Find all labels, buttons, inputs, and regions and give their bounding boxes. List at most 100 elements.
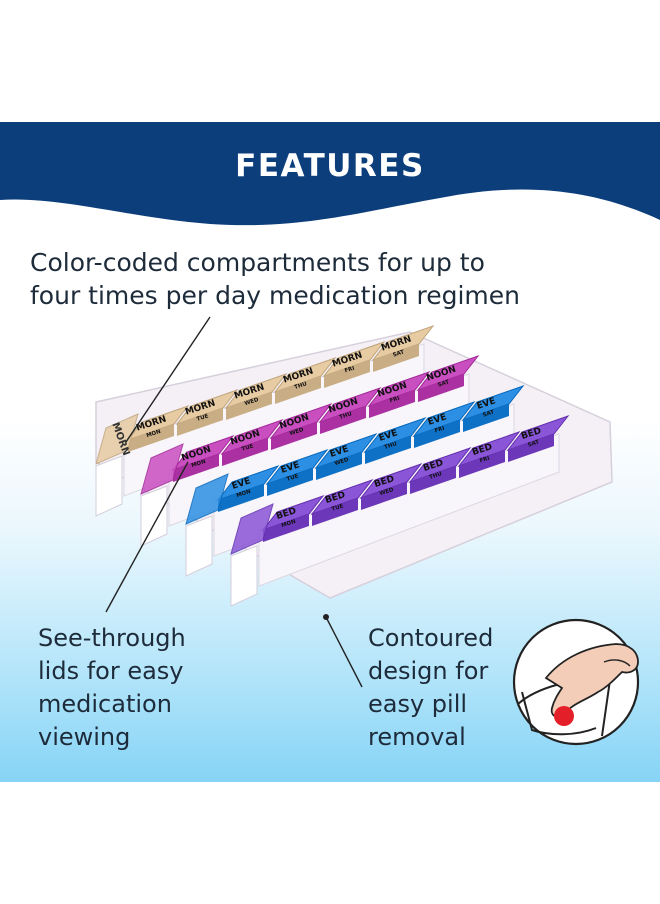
lid-front — [361, 482, 407, 510]
lid-day: SAT — [527, 439, 540, 448]
cup-rim — [521, 691, 597, 736]
lid-front — [418, 374, 464, 402]
lid-front — [508, 434, 554, 462]
banner-background — [0, 122, 660, 226]
lid-front — [316, 452, 362, 480]
lid-day: WED — [334, 457, 350, 467]
lid-front — [267, 468, 313, 496]
leader-line-left — [105, 461, 189, 613]
callout-line: See-through — [38, 624, 186, 652]
pill-icon — [554, 706, 574, 726]
lid-top — [261, 494, 325, 532]
lid-day: SAT — [437, 379, 450, 388]
lid-day: WED — [379, 487, 395, 497]
callout-line: medication — [38, 690, 172, 718]
open-compartment — [185, 515, 213, 577]
lid-day: FRI — [344, 366, 355, 375]
open-compartment — [230, 545, 258, 607]
hand-pill-icon — [512, 618, 640, 746]
lid-front — [226, 392, 272, 420]
lid-front — [410, 466, 456, 494]
leader-line-top — [125, 316, 211, 443]
lid-day: MON — [236, 489, 252, 499]
lid-front — [365, 436, 411, 464]
lid-day: WED — [289, 427, 305, 437]
lid-day: SAT — [392, 349, 405, 358]
lid-front — [312, 498, 358, 526]
callout-line: removal — [368, 723, 466, 751]
finger — [544, 643, 639, 718]
lid-front — [218, 484, 264, 512]
lid-front — [463, 404, 509, 432]
page-title: FEATURES — [235, 148, 425, 184]
callout-line: four times per day medication regimen — [30, 281, 520, 310]
lid-day: THU — [339, 411, 353, 421]
banner-wave — [0, 122, 660, 226]
lid-front — [222, 438, 268, 466]
lid-front — [373, 344, 419, 372]
lid-front — [177, 408, 223, 436]
lid-front — [324, 360, 370, 388]
lid-front — [128, 424, 174, 452]
lid-day: TUE — [331, 503, 344, 512]
callout-see-through-lids: See-through lids for easy medication vie… — [38, 622, 238, 754]
lid-front — [263, 514, 309, 542]
lid-day: MON — [191, 459, 207, 469]
callout-line: Color-coded compartments for up to — [30, 248, 485, 277]
lid-day: TUE — [286, 473, 299, 482]
open-compartment — [140, 485, 168, 547]
open-lid — [95, 413, 139, 465]
lid-day: TUE — [241, 443, 254, 452]
lid-top — [322, 340, 386, 378]
lid-day: THU — [429, 471, 443, 481]
callout-line: design for — [368, 657, 489, 685]
open-lid — [230, 503, 274, 555]
lid-front — [369, 390, 415, 418]
lid-day: FRI — [479, 456, 490, 465]
lid-day: THU — [294, 381, 308, 391]
lid-day: MON — [281, 519, 297, 529]
lid-top — [371, 324, 435, 362]
leader-line-right — [325, 616, 363, 688]
lid-front — [459, 450, 505, 478]
features-panel: FEATURES Color-coded compartments for up… — [0, 122, 660, 782]
lid-day: TUE — [196, 413, 209, 422]
lid-day: FRI — [389, 396, 400, 405]
lid-day: SAT — [482, 409, 495, 418]
lid-front — [173, 454, 219, 482]
callout-contoured-design: Contoured design for easy pill removal — [368, 622, 528, 754]
callout-line: Contoured — [368, 624, 494, 652]
knuckle — [603, 659, 631, 667]
lid-front — [271, 422, 317, 450]
callout-line: easy pill — [368, 690, 468, 718]
lid-day: FRI — [434, 426, 445, 435]
lid-front — [414, 420, 460, 448]
callout-line: lids for easy — [38, 657, 184, 685]
pill-organizer: MORNMONMORNTUEMORNWEDMORNTHUMORNFRIMORNS… — [95, 316, 613, 688]
lid-day: MON — [146, 429, 162, 439]
open-lid — [140, 443, 184, 495]
open-lid — [185, 473, 229, 525]
leader-dot — [323, 614, 329, 620]
callout-line: viewing — [38, 723, 131, 751]
lid-day: WED — [244, 397, 260, 407]
open-compartment — [95, 455, 123, 517]
lid-day: THU — [384, 441, 398, 451]
